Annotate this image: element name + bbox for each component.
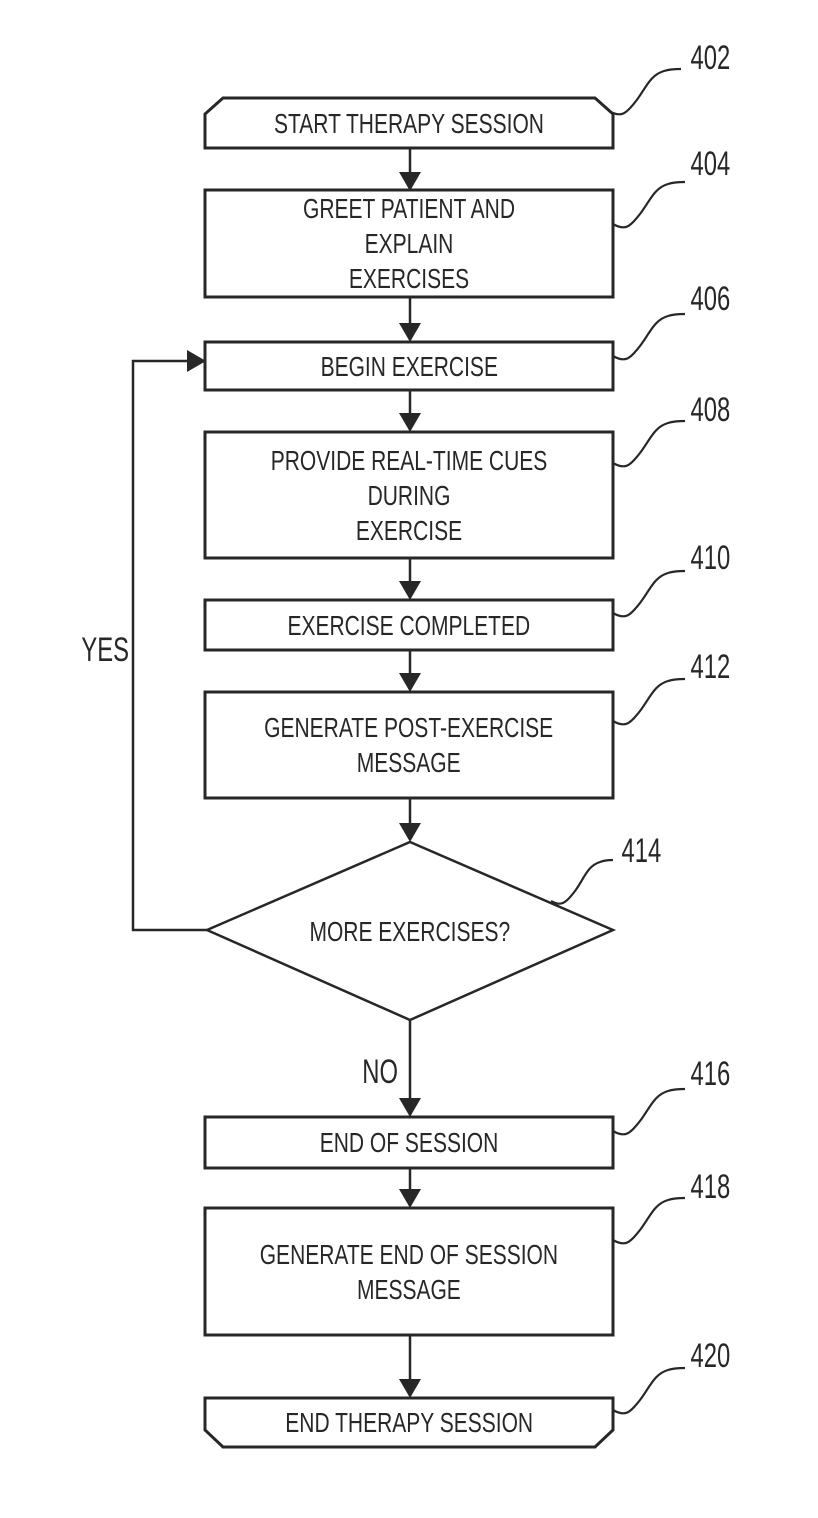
arrowhead-into-416 (399, 1098, 421, 1117)
ref-410: 410 (690, 539, 730, 577)
yes-loop-line (131, 359, 207, 932)
leader-414 (550, 858, 614, 905)
arrowhead-into-412 (399, 673, 421, 692)
arrowhead-into-414 (399, 823, 421, 842)
ref-414: 414 (621, 832, 661, 870)
node-408-label: PROVIDE REAL-TIME CUES DURING EXERCISE (270, 444, 548, 546)
arrowhead-yes-into-406 (187, 350, 206, 372)
node-412-label: GENERATE POST-EXERCISE MESSAGE (264, 712, 554, 778)
node-402-label: START THERAPY SESSION (274, 107, 544, 139)
node-416-label: END OF SESSION (319, 1127, 499, 1158)
node-406-label: BEGIN EXERCISE (320, 350, 498, 382)
end-terminator-shape (203, 1396, 615, 1449)
arrowhead-into-410 (399, 581, 421, 600)
leader-412 (612, 677, 686, 726)
leader-404 (612, 180, 686, 229)
yes-branch-label: YES (81, 631, 129, 669)
node-420-label: END THERAPY SESSION (285, 1407, 533, 1438)
node-418-label: GENERATE END OF SESSION MESSAGE (259, 1238, 559, 1305)
ref-412: 412 (690, 648, 730, 686)
ref-418: 418 (690, 1168, 730, 1206)
ref-416: 416 (690, 1055, 730, 1093)
leader-418 (612, 1196, 686, 1245)
ref-408: 408 (690, 391, 730, 429)
leader-408 (612, 419, 686, 468)
arrowhead-into-406 (399, 323, 421, 342)
arrowhead-into-404 (399, 172, 421, 191)
ref-402: 402 (690, 39, 730, 77)
node-414-label: MORE EXERCISES? (309, 915, 511, 947)
arrowhead-into-408 (399, 413, 421, 432)
node-410-label: EXERCISE COMPLETED (287, 609, 531, 641)
leader-410 (612, 569, 686, 618)
leader-406 (612, 312, 686, 361)
ref-420: 420 (690, 1337, 730, 1375)
arrowhead-into-420 (399, 1379, 421, 1398)
leader-420 (612, 1366, 686, 1415)
leader-416 (612, 1087, 686, 1136)
node-404-label: GREET PATIENT AND EXPLAIN EXERCISES (303, 193, 515, 294)
leader-402 (608, 67, 682, 116)
start-terminator-shape (203, 96, 615, 150)
ref-406: 406 (690, 280, 730, 318)
ref-404: 404 (690, 145, 730, 183)
arrowhead-into-418 (399, 1189, 421, 1208)
no-branch-label: NO (362, 1053, 398, 1091)
